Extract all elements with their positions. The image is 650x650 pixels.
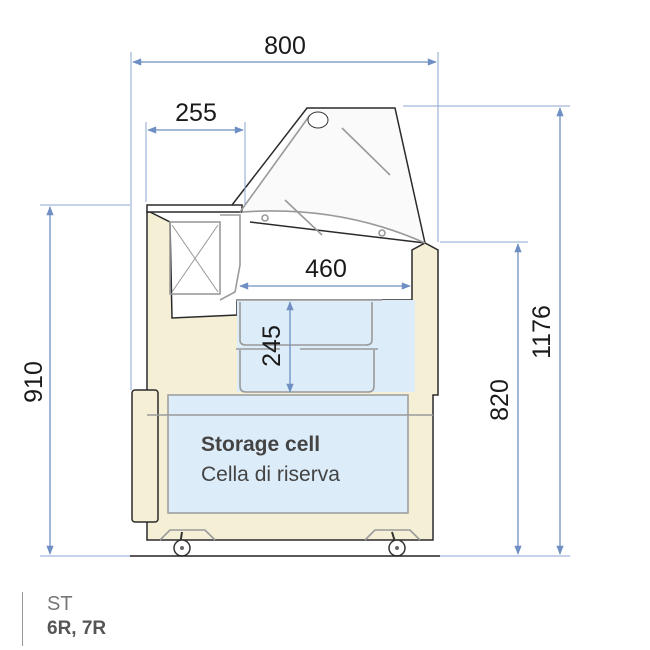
extension-lines: [40, 52, 570, 557]
cabinet-body: [131, 204, 439, 557]
pan-area: [237, 300, 415, 392]
dim-820-label: 820: [486, 379, 514, 421]
pan-upper: [239, 302, 373, 346]
dim-460-label: 460: [305, 255, 347, 283]
dim-255-label: 255: [175, 99, 217, 127]
dimension-lines: [46, 58, 564, 555]
storage-cell-subtitle: Cella di riserva: [201, 463, 340, 486]
caster-wheel-rear: [364, 529, 421, 557]
glass-canopy: [231, 107, 426, 244]
dim-245-label: 245: [258, 325, 286, 367]
lamp-icon: [307, 111, 329, 129]
counter-top: [146, 204, 243, 213]
model-caption: ST 6R, 7R: [22, 592, 106, 646]
dim-910-label: 910: [20, 361, 48, 403]
dim-1176-label: 1176: [528, 305, 556, 359]
series-name: ST: [47, 593, 73, 615]
front-door: [131, 389, 159, 523]
storage-cell-title: Storage cell: [201, 433, 320, 456]
dim-800-label: 800: [264, 32, 306, 60]
model-list: 6R, 7R: [47, 618, 107, 639]
pan-lower: [239, 350, 375, 393]
